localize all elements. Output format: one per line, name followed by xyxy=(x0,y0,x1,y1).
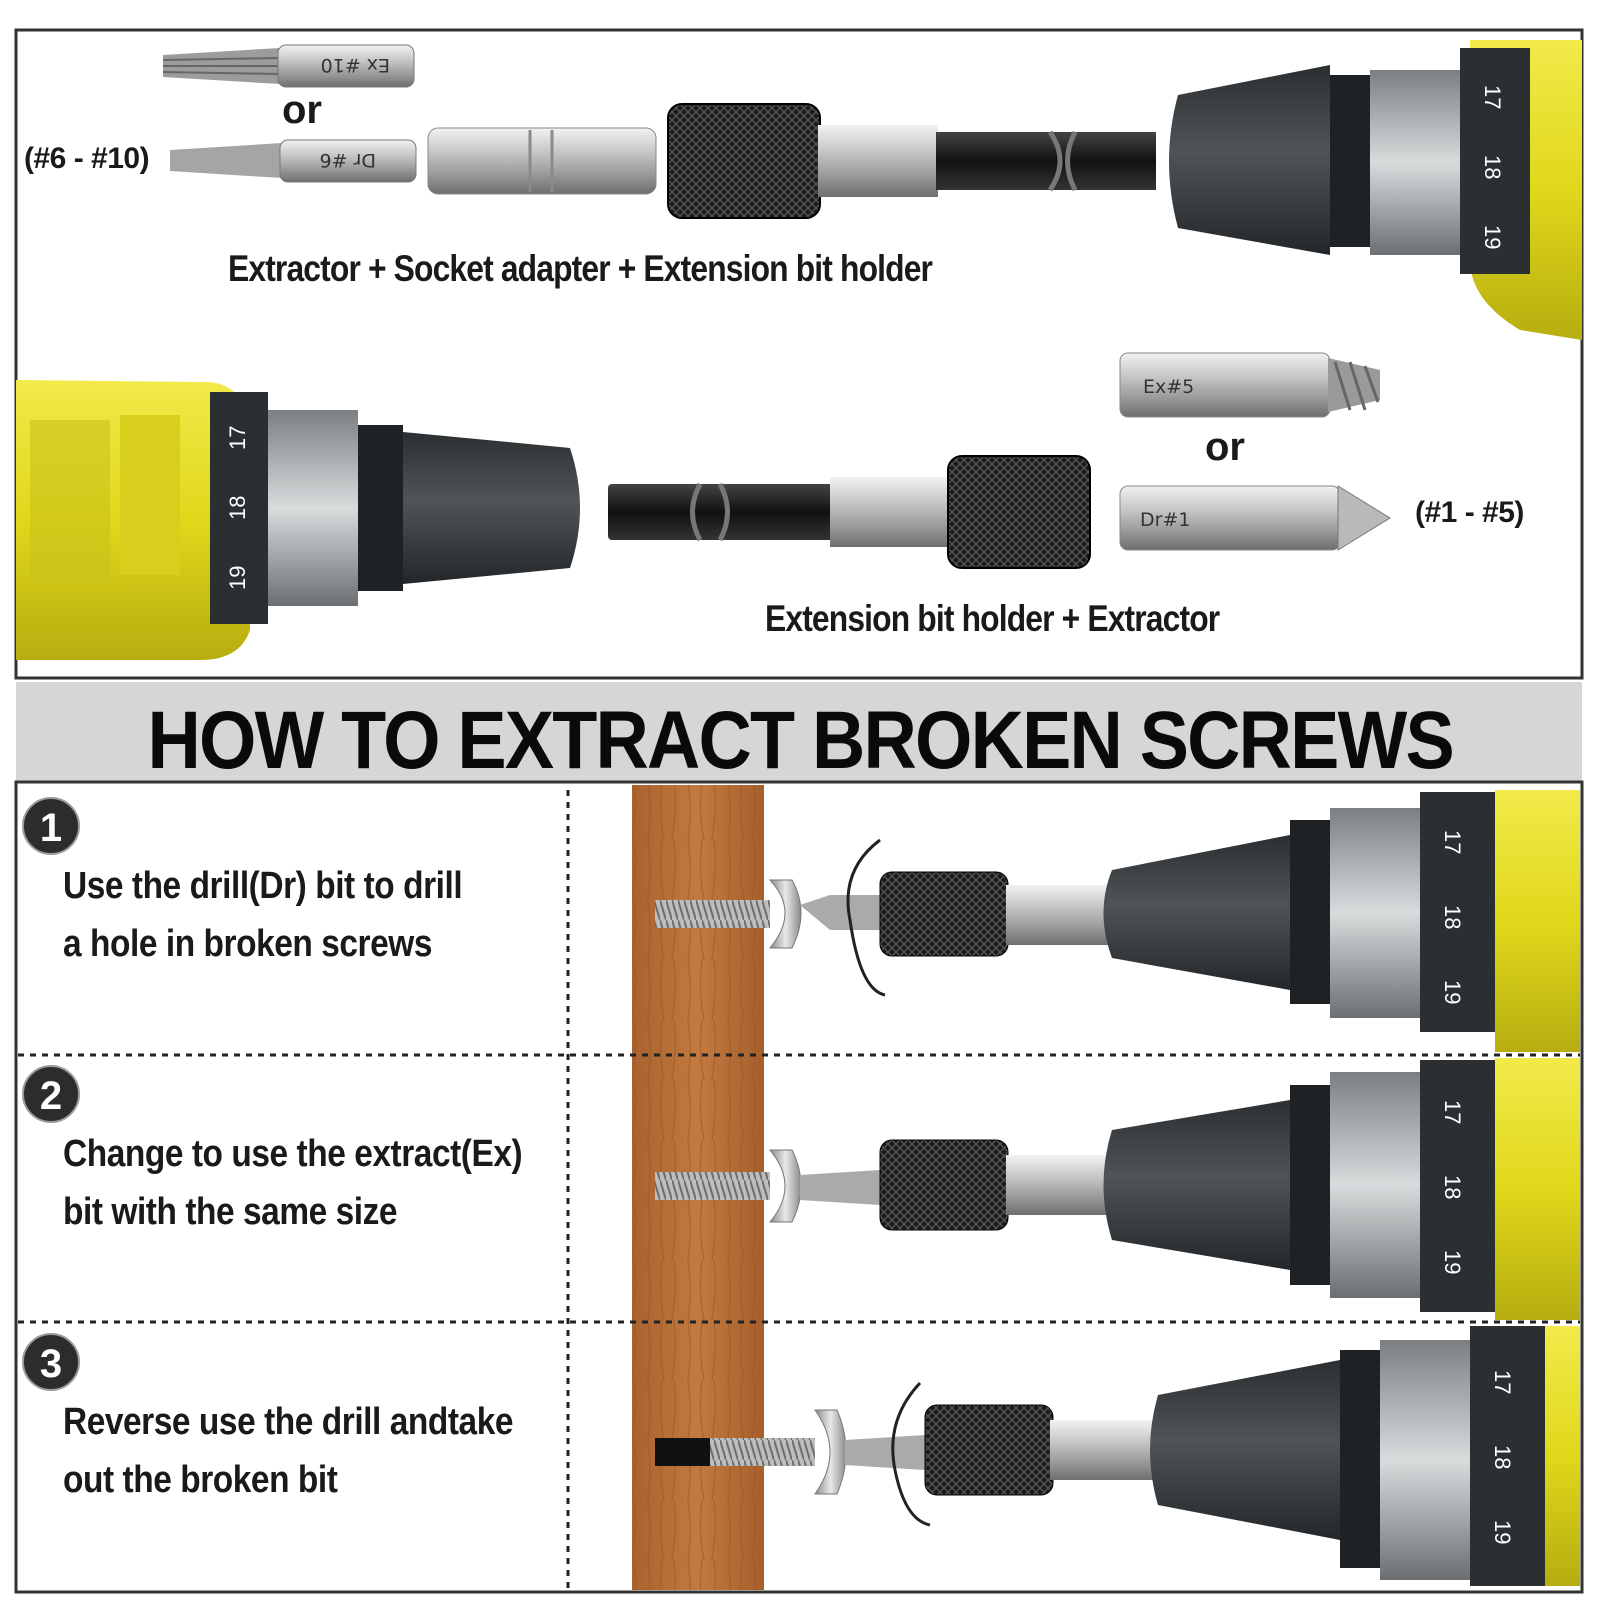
drill-bit-bottom xyxy=(1119,485,1391,551)
dr6-label: Dr #6 xyxy=(320,149,377,171)
scale-18-step3: 18 xyxy=(1490,1445,1515,1470)
bit-holder-middle xyxy=(608,455,1091,569)
step1-graphic xyxy=(655,790,1580,1052)
caption-top: Extractor + Socket adapter + Extension b… xyxy=(228,248,933,289)
heading-band xyxy=(16,682,1582,782)
scale-17-left: 17 xyxy=(225,425,250,450)
step3-line2: out the broken bit xyxy=(63,1459,338,1501)
step1-line2: a hole in broken screws xyxy=(63,923,433,965)
step1-badge: 1 xyxy=(22,797,80,855)
step3-line1: Reverse use the drill andtake xyxy=(63,1401,514,1443)
or-label-bottom: or xyxy=(1205,425,1245,469)
drill-bit-top xyxy=(170,139,417,183)
drill-top-right xyxy=(1169,40,1582,340)
scale-18-top: 18 xyxy=(1480,155,1505,180)
ex5-label: Ex#5 xyxy=(1143,376,1194,398)
scale-19-step3: 19 xyxy=(1490,1520,1515,1545)
step2-graphic xyxy=(655,1058,1580,1320)
step1-line1: Use the drill(Dr) bit to drill xyxy=(63,865,463,907)
scale-19-step2: 19 xyxy=(1440,1250,1465,1275)
scale-17-step1: 17 xyxy=(1440,830,1465,855)
ex10-label: Ex #10 xyxy=(321,54,390,76)
page-title-text: HOW TO EXTRACT BROKEN SCREWS xyxy=(147,695,1454,786)
bit-holder-top xyxy=(667,103,1156,219)
scale-19-step1: 19 xyxy=(1440,980,1465,1005)
extractor-bit-bottom xyxy=(1119,352,1380,418)
scale-18-step2: 18 xyxy=(1440,1175,1465,1200)
scale-18-left: 18 xyxy=(225,495,250,520)
size-range-top: (#6 - #10) xyxy=(24,142,150,175)
step2-line2: bit with the same size xyxy=(63,1191,398,1233)
step3-graphic xyxy=(655,1326,1580,1586)
size-range-bottom: (#1 - #5) xyxy=(1415,496,1524,529)
or-label-top: or xyxy=(282,88,322,132)
caption-bottom: Extension bit holder + Extractor xyxy=(765,598,1220,639)
dr1-label: Dr#1 xyxy=(1140,509,1190,531)
step3-badge: 3 xyxy=(22,1333,80,1391)
drill-left xyxy=(16,380,580,660)
extractor-bit-top xyxy=(162,44,415,88)
scale-17-top: 17 xyxy=(1480,85,1505,110)
scale-17-step3: 17 xyxy=(1490,1370,1515,1395)
socket-adapter xyxy=(427,127,657,195)
step2-badge: 2 xyxy=(22,1065,80,1123)
step2-line1: Change to use the extract(Ex) xyxy=(63,1133,523,1175)
page-title: HOW TO EXTRACT BROKEN SCREWS xyxy=(0,694,1600,788)
scale-18-step1: 18 xyxy=(1440,905,1465,930)
scale-17-step2: 17 xyxy=(1440,1100,1465,1125)
scale-19-left: 19 xyxy=(225,565,250,590)
scale-19-top: 19 xyxy=(1480,225,1505,250)
